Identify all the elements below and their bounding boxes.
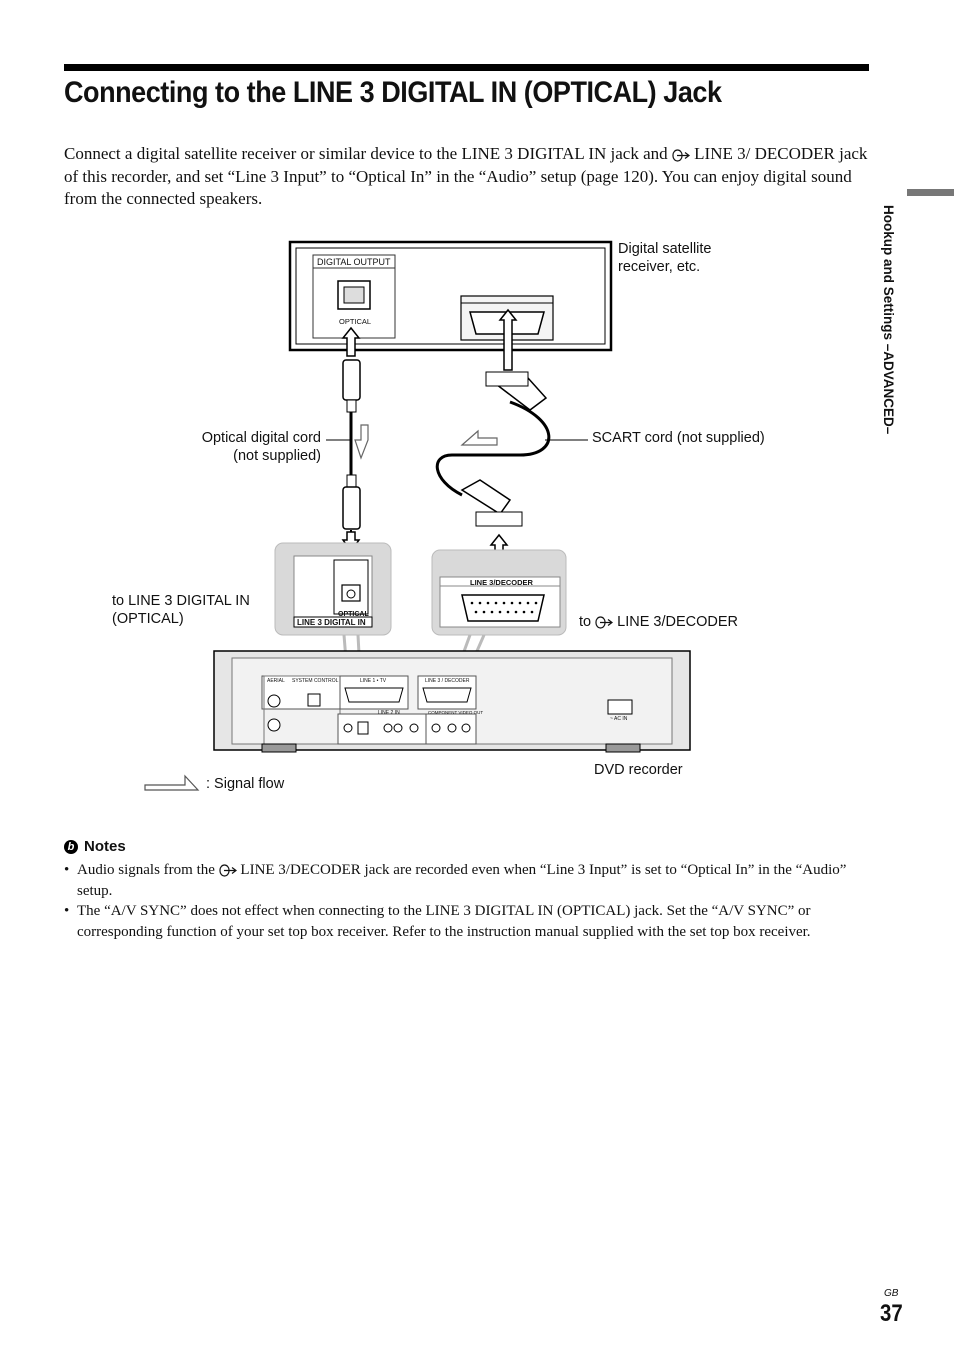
dvd-recorder-label: DVD recorder	[594, 762, 683, 778]
inset-line3-decoder-label: LINE 3/DECODER	[470, 578, 533, 587]
note-text: LINE 3/DECODER jack are recorded even wh…	[77, 862, 847, 899]
notes-list: Audio signals from the LINE 3/DECODER ja…	[64, 860, 869, 942]
notes-heading-text: Notes	[84, 838, 126, 855]
optical-cable	[342, 359, 361, 550]
to-prefix: to	[579, 614, 592, 630]
scart-cable	[435, 371, 551, 527]
line-input-arrow-icon	[672, 148, 690, 162]
section-tab-marker	[907, 189, 954, 196]
panel-line1-tv: LINE 1 • TV	[360, 678, 387, 684]
inset-line3-digital-label: LINE 3 DIGITAL IN	[297, 618, 366, 627]
line-input-arrow-icon	[595, 616, 614, 629]
page-number: 37	[880, 1300, 903, 1327]
intro-paragraph: Connect a digital satellite receiver or …	[64, 143, 879, 211]
optical-label: OPTICAL	[339, 317, 372, 326]
optical-cord-label: Optical digital cord (not supplied)	[201, 430, 321, 464]
panel-line2-in: LINE 2 IN	[378, 710, 400, 716]
panel-system-control: SYSTEM CONTROL	[292, 678, 339, 684]
note-text: Audio signals from the	[77, 862, 215, 878]
connection-diagram	[144, 240, 691, 791]
receiver-label: Digital satellite receiver, etc.	[618, 241, 712, 275]
signal-flow-arrow-icon	[144, 774, 200, 791]
section-tab-label: Hookup and Settings –ADVANCED–	[881, 205, 896, 435]
line-input-arrow-icon	[219, 864, 237, 877]
digital-output-label: DIGITAL OUTPUT	[317, 257, 391, 267]
note-item: The “A/V SYNC” does not effect when conn…	[64, 901, 869, 942]
inset-optical-label: OPTICAL	[338, 611, 369, 618]
line3-digital-label: to LINE 3 DIGITAL IN (OPTICAL)	[112, 593, 250, 627]
note-item: Audio signals from the LINE 3/DECODER ja…	[64, 860, 869, 901]
title-rule	[64, 64, 869, 71]
panel-component: COMPONENT VIDEO OUT	[428, 710, 484, 715]
panel-aerial: AERIAL	[267, 678, 285, 684]
page-title: Connecting to the LINE 3 DIGITAL IN (OPT…	[64, 76, 722, 109]
satellite-receiver	[288, 240, 613, 352]
note-text: The “A/V SYNC” does not effect when conn…	[77, 903, 811, 940]
inset-digital-in	[274, 542, 392, 636]
line3-decoder-text: LINE 3/DECODER	[617, 614, 739, 630]
line3-decoder-label: to LINE 3/DECODER	[579, 613, 738, 631]
inset-line3-decoder	[431, 549, 567, 636]
panel-ac-in: ~ AC IN	[610, 716, 628, 722]
panel-line3-decoder: LINE 3 / DECODER	[425, 678, 470, 684]
dvd-recorder	[213, 650, 691, 753]
scart-cord-label: SCART cord (not supplied)	[592, 430, 765, 446]
notes-heading: b Notes	[64, 838, 126, 855]
notes-icon: b	[64, 839, 78, 854]
page-region: GB	[884, 1288, 899, 1299]
intro-text-2: LINE 3/ DECODER jack of this recorder, a…	[64, 144, 868, 208]
signal-flow-label: : Signal flow	[206, 776, 285, 792]
intro-text-1: Connect a digital satellite receiver or …	[64, 144, 668, 163]
